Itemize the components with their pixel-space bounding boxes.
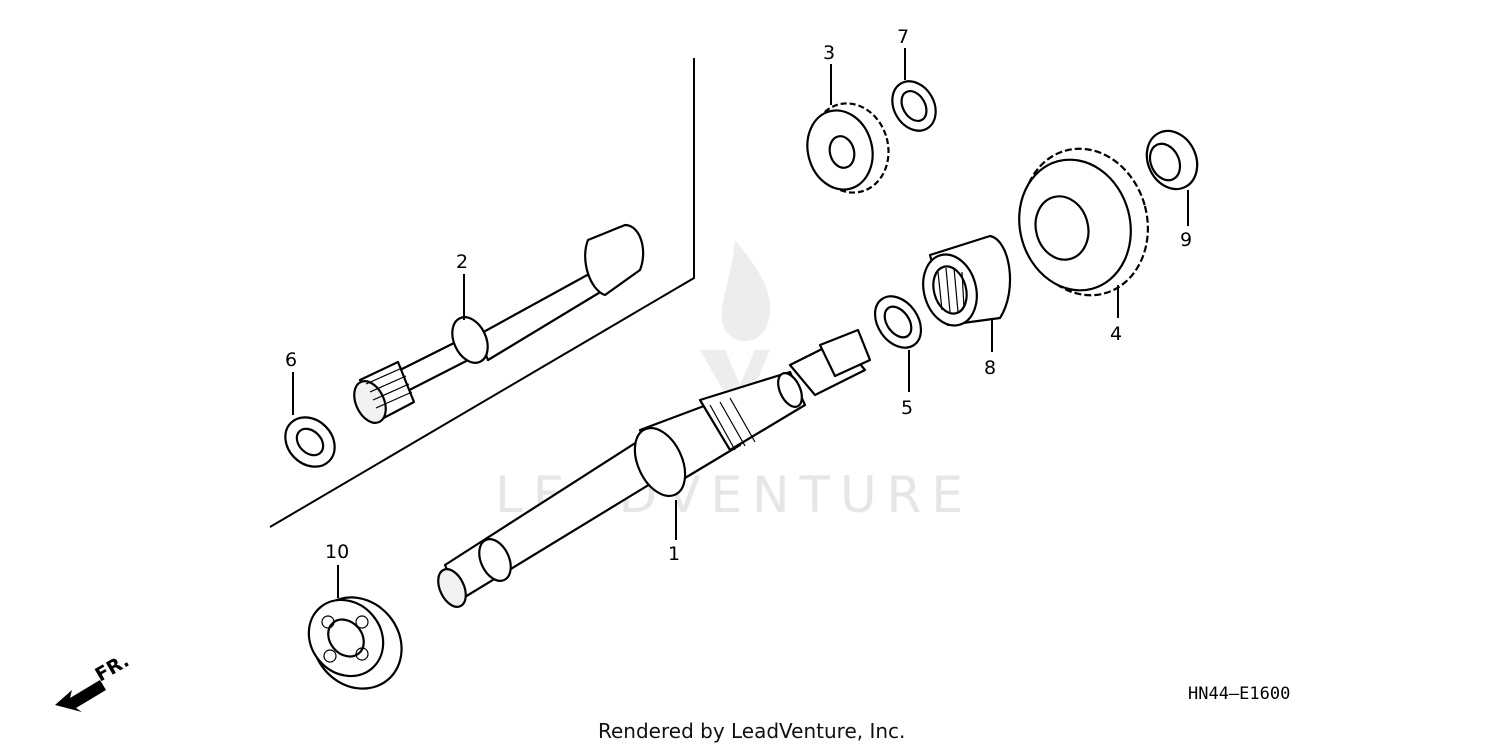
front-direction-arrow-icon <box>55 680 106 712</box>
diagram-code: HN44—E1600 <box>1188 684 1290 704</box>
callout-1: 1 <box>668 543 680 565</box>
washer-part-7 <box>891 48 937 132</box>
seal-part-9 <box>1145 129 1199 226</box>
callout-6: 6 <box>285 349 297 371</box>
callout-9: 9 <box>1180 229 1192 251</box>
watermark-logo <box>700 240 771 420</box>
gear-part-3 <box>806 64 890 194</box>
gear-part-4 <box>1018 147 1149 318</box>
callout-2: 2 <box>456 251 468 273</box>
group-divider-line <box>269 58 695 528</box>
callout-5: 5 <box>901 397 913 419</box>
bearing-part-10 <box>307 565 403 690</box>
callout-4: 4 <box>1110 323 1122 345</box>
render-credit: Rendered by LeadVenture, Inc. <box>598 719 905 743</box>
callout-10: 10 <box>325 541 349 563</box>
bearing-part-8 <box>922 234 1012 352</box>
shaft-part-2 <box>353 223 645 424</box>
callout-3: 3 <box>823 42 835 64</box>
callout-8: 8 <box>984 357 996 379</box>
shaft-part-1 <box>437 328 872 608</box>
washer-part-5 <box>873 295 923 392</box>
front-direction-label: FR. <box>92 650 133 687</box>
washer-part-6 <box>284 372 336 468</box>
callout-7: 7 <box>897 26 909 48</box>
